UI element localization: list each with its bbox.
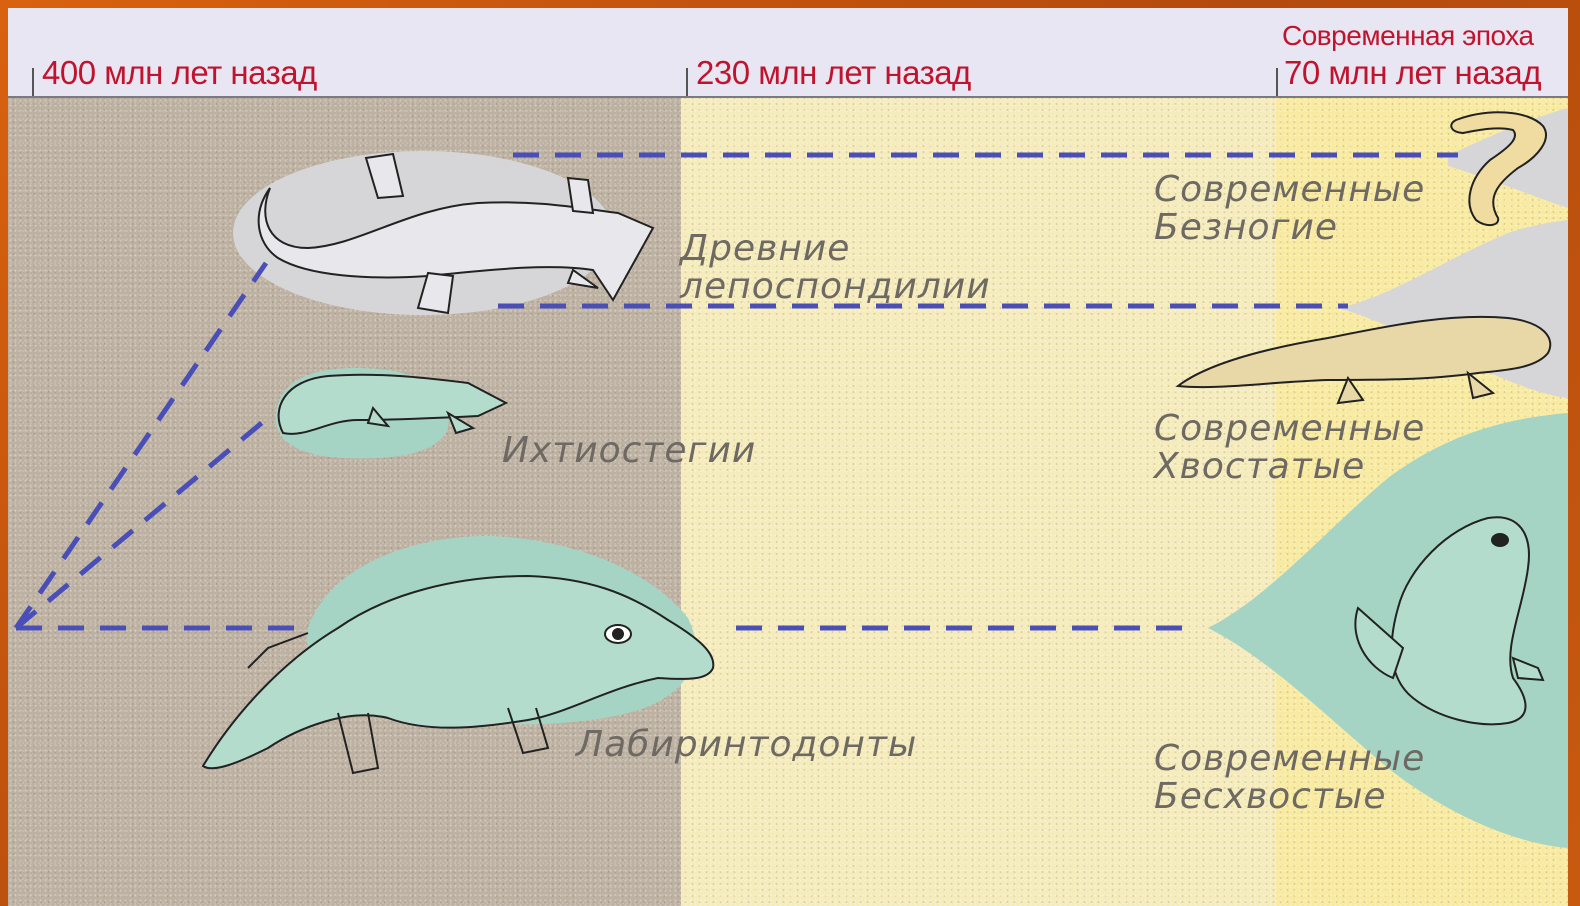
label-lepospondyls: Древние лепоспондилии — [680, 230, 991, 306]
salamander-drawing — [1178, 317, 1550, 403]
branch-to-lepospondyls — [16, 263, 266, 628]
label-modern-caecilians-line1: Современные — [1154, 171, 1425, 209]
label-lepospondyls-line1: Древние — [680, 230, 991, 268]
label-modern-frogs: Современные Бесхвостые — [1154, 740, 1425, 816]
evolution-diagram: 400 млн лет назад 230 млн лет назад Совр… — [8, 8, 1568, 906]
branch-to-ichthyostega — [16, 416, 270, 628]
label-modern-salamanders-line2: Хвостатые — [1154, 448, 1425, 486]
label-labyrinthodonts: Лабиринтодонты — [576, 726, 917, 764]
label-modern-salamanders-line1: Современные — [1154, 410, 1425, 448]
label-modern-caecilians-line2: Безногие — [1154, 209, 1425, 247]
label-ichthyostega: Ихтиостегии — [502, 432, 756, 470]
label-modern-frogs-line2: Бесхвостые — [1154, 778, 1425, 816]
label-modern-salamanders: Современные Хвостатые — [1154, 410, 1425, 486]
label-modern-caecilians: Современные Безногие — [1154, 171, 1425, 247]
label-lepospondyls-line2: лепоспондилии — [680, 268, 991, 306]
label-modern-frogs-line1: Современные — [1154, 740, 1425, 778]
